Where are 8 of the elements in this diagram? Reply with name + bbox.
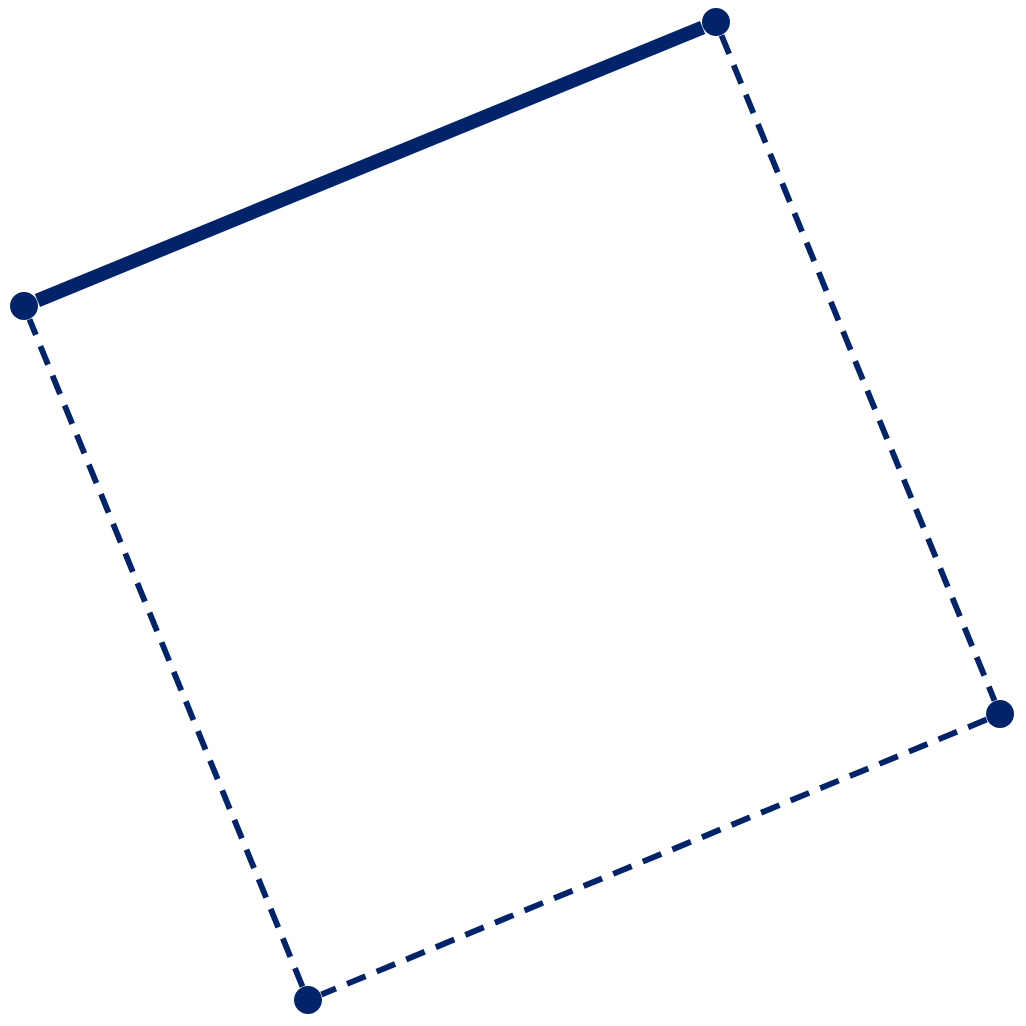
dot bbox=[986, 700, 1014, 728]
dot bbox=[702, 8, 730, 36]
line bbox=[34, 21, 706, 307]
dot bbox=[294, 986, 322, 1014]
line bbox=[320, 716, 988, 998]
line bbox=[26, 318, 306, 988]
line bbox=[718, 34, 998, 702]
dot bbox=[10, 292, 38, 320]
